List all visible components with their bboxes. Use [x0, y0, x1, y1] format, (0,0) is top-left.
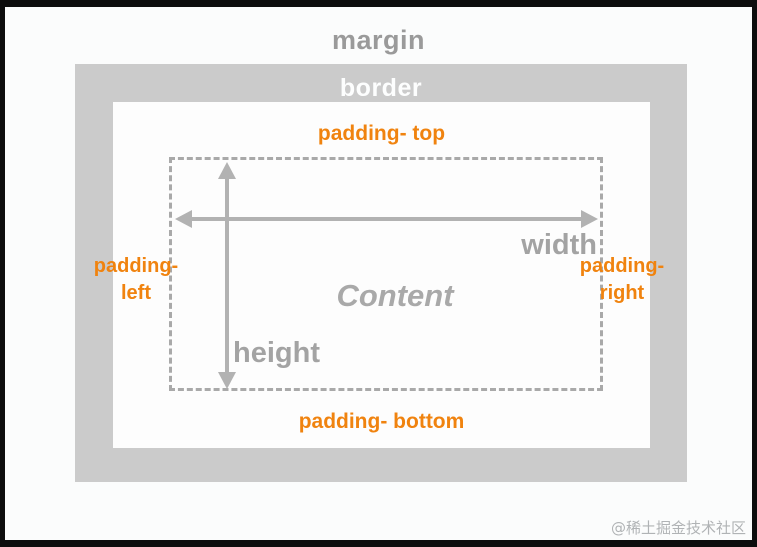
margin-label: margin — [331, 25, 426, 55]
width-label: width — [521, 229, 597, 261]
padding-top-label: padding- top — [317, 122, 446, 145]
padding-right-label: padding- right — [562, 253, 682, 307]
padding-right-line1: padding- — [579, 255, 665, 277]
content-area-outline — [169, 157, 603, 391]
border-label: border — [339, 74, 423, 102]
height-label: height — [233, 337, 320, 369]
padding-bottom-label: padding- bottom — [298, 410, 465, 433]
padding-left-label: padding- left — [76, 253, 196, 307]
content-label: Content — [336, 278, 454, 313]
padding-left-line2: left — [121, 282, 151, 304]
padding-right-line2: right — [599, 282, 645, 304]
padding-left-line1: padding- — [93, 255, 179, 277]
watermark: @稀土掘金技术社区 — [610, 519, 746, 537]
